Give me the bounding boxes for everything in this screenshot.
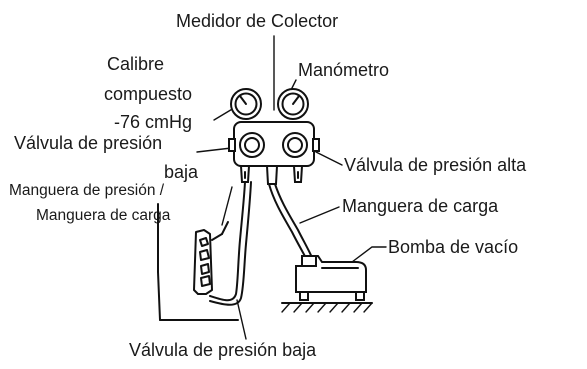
leader-charge-hose bbox=[299, 206, 340, 224]
service-valve-icon bbox=[157, 203, 239, 321]
label-hose-1: Manguera de presión / bbox=[9, 182, 165, 199]
label-low-valve-2: baja bbox=[164, 162, 199, 182]
label-compound-gauge-2: compuesto bbox=[104, 84, 192, 104]
label-low-valve-bottom: Válvula de presión baja bbox=[129, 340, 317, 360]
label-charge-hose: Manguera de carga bbox=[342, 196, 499, 216]
label-manifold: Medidor de Colector bbox=[176, 11, 338, 31]
leader-low-valve-bottom bbox=[236, 299, 247, 340]
label-compound-gauge-1: Calibre bbox=[107, 54, 164, 74]
label-pressure-gauge: Manómetro bbox=[298, 60, 389, 80]
manifold-body-icon bbox=[228, 121, 320, 185]
hoses bbox=[209, 181, 315, 306]
leader-vacuum-pump bbox=[351, 246, 387, 263]
leader-high-valve bbox=[315, 151, 343, 166]
compound-gauge-icon bbox=[230, 88, 262, 120]
label-low-valve-1: Válvula de presión bbox=[14, 133, 162, 153]
label-compound-gauge-3: -76 cmHg bbox=[114, 112, 192, 132]
leader-hose bbox=[221, 186, 233, 226]
leader-compound-gauge bbox=[213, 107, 235, 121]
label-vacuum-pump: Bomba de vacío bbox=[388, 237, 518, 257]
pressure-gauge-icon bbox=[277, 88, 309, 120]
vacuum-pump-icon bbox=[281, 255, 373, 313]
label-high-valve: Válvula de presión alta bbox=[344, 155, 527, 175]
label-hose-2: Manguera de carga bbox=[36, 207, 171, 224]
